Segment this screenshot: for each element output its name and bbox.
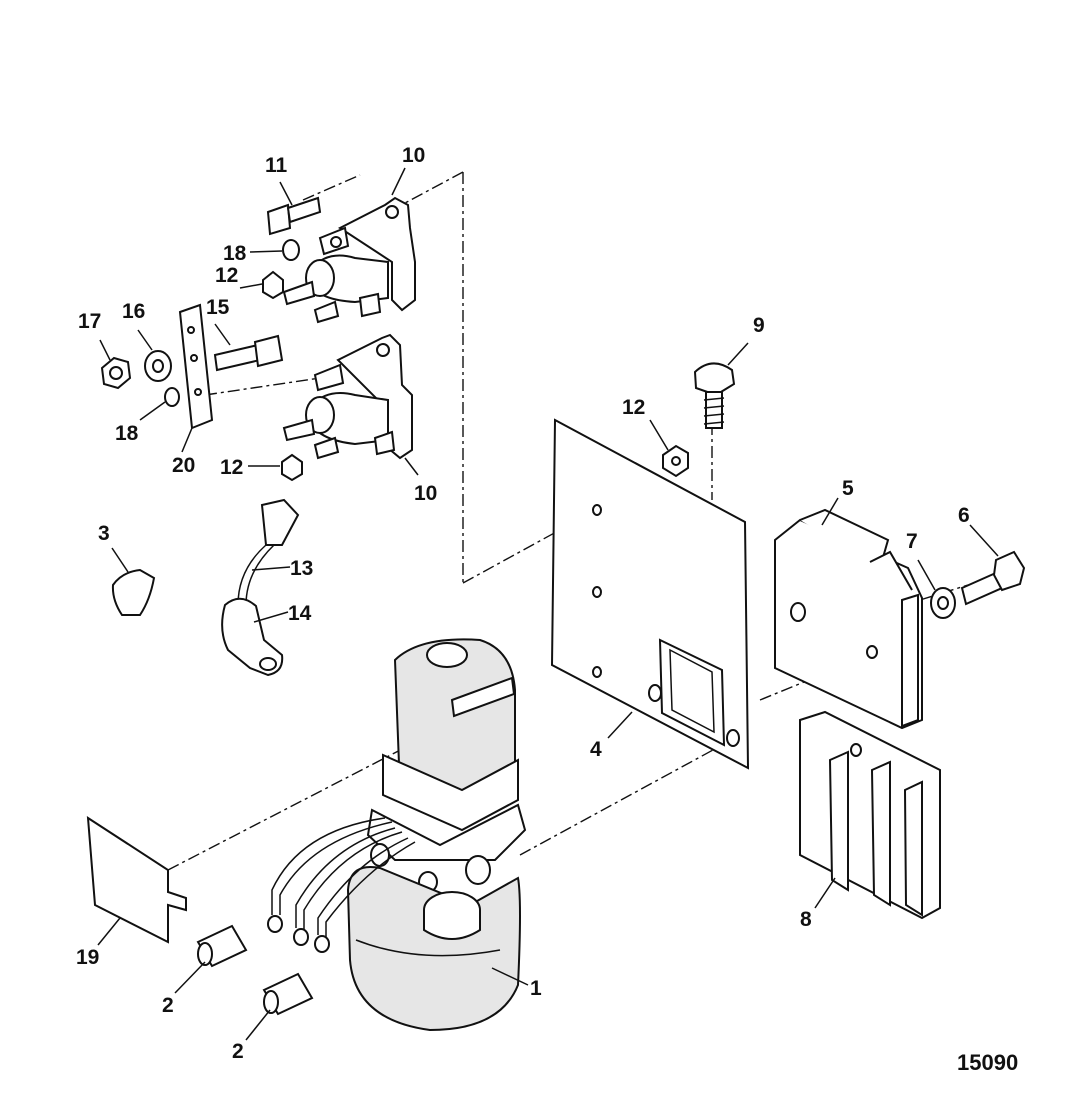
callout-12-upper: 12 [215, 264, 238, 287]
nut-12-upper [262, 270, 284, 300]
washer-16 [144, 350, 172, 382]
callout-18-upper: 18 [223, 242, 247, 265]
decal-19 [86, 816, 187, 944]
callout-9: 9 [753, 314, 765, 337]
callout-20: 20 [172, 454, 195, 477]
callout-8: 8 [800, 908, 812, 931]
bolt-15 [213, 334, 284, 372]
terminal-boot-14 [221, 597, 284, 677]
nut-18-upper [282, 239, 300, 261]
callout-6: 6 [958, 504, 970, 527]
callout-2-upper: 2 [162, 994, 174, 1017]
mounting-plate-4 [550, 418, 750, 770]
nut-17 [100, 356, 132, 390]
callout-12-plate: 12 [622, 396, 645, 419]
solenoid-lower [282, 333, 413, 460]
callout-2-lower: 2 [232, 1040, 244, 1063]
callout-19: 19 [76, 946, 99, 969]
callout-16: 16 [122, 300, 145, 323]
callout-17: 17 [78, 310, 101, 333]
plate-20 [178, 303, 214, 430]
lead-wires [267, 817, 416, 953]
fitting-2-upper [196, 924, 248, 968]
screw-9 [693, 362, 736, 429]
leader-lines [97, 167, 999, 1041]
solenoid-upper [282, 196, 416, 324]
washer-7 [930, 587, 956, 619]
callout-4: 4 [590, 738, 602, 761]
callout-18-lower: 18 [115, 422, 139, 445]
cable-13 [237, 498, 300, 606]
bracket-8 [799, 710, 941, 920]
fitting-2-lower [262, 972, 314, 1016]
callout-1: 1 [530, 977, 542, 1000]
nut-18-lower [164, 387, 180, 407]
callout-labels: 11 10 18 12 17 16 15 18 20 12 10 9 12 5 … [76, 144, 1018, 1075]
callout-7: 7 [906, 530, 918, 553]
nut-12-lower [281, 453, 303, 482]
callout-11: 11 [265, 154, 288, 177]
bolt-6 [960, 550, 1026, 606]
figure-number: 15090 [957, 1050, 1018, 1075]
nut-12-plate [662, 444, 689, 478]
callout-10-upper: 10 [402, 144, 425, 167]
bolt-11 [266, 196, 322, 236]
callout-5: 5 [842, 477, 854, 500]
callout-14: 14 [288, 602, 312, 625]
callout-10-lower: 10 [414, 482, 437, 505]
callout-3: 3 [98, 522, 110, 545]
callout-13: 13 [290, 557, 313, 580]
boot-3 [111, 568, 156, 616]
callout-15: 15 [206, 296, 230, 319]
callout-12-lower: 12 [220, 456, 243, 479]
bracket-5 [774, 508, 923, 730]
